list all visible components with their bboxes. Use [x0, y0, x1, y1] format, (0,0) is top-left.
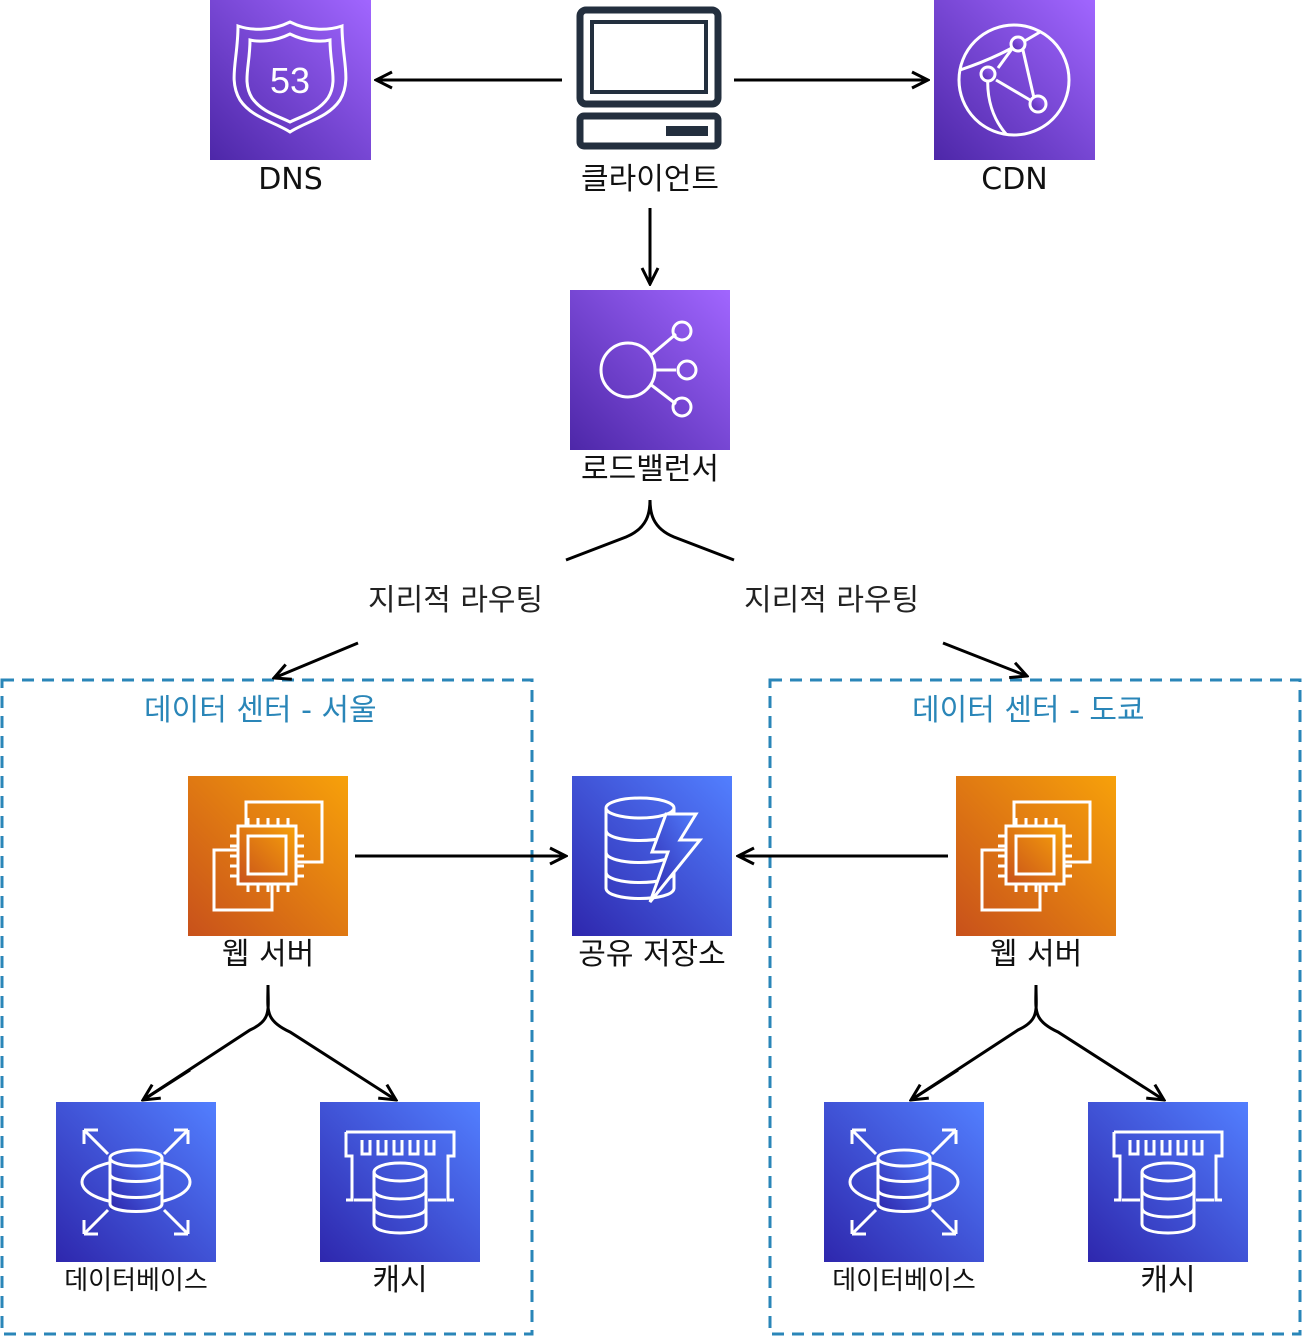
edge-tokyo-web-fork: [910, 984, 1164, 1100]
edge-routing-to-tokyo: [942, 641, 1027, 676]
region-tokyo-title: 데이터 센터 - 도쿄: [912, 693, 1145, 728]
load-balancer-icon: [570, 290, 730, 450]
edge-seoul-web-to-db: [143, 1068, 191, 1100]
edge-load-balancer-brace: [565, 499, 735, 562]
elasticache-icon: [1088, 1102, 1248, 1262]
routing-label-right: 지리적 라우팅: [744, 583, 920, 618]
seoul-web-server-label: 웹 서버: [221, 937, 315, 972]
elasticache-icon: [320, 1102, 480, 1262]
desktop-computer-icon: [576, 6, 722, 150]
cloudfront-globe-icon: [934, 0, 1095, 160]
region-seoul-border: [0, 678, 534, 1336]
region-tokyo-border: [768, 678, 1302, 1336]
dns-label: DNS: [258, 162, 323, 197]
rds-database-icon: [56, 1102, 216, 1262]
route53-shield-icon: 53: [210, 0, 371, 160]
tokyo-database-label: 데이터베이스: [832, 1266, 976, 1296]
client-label: 클라이언트: [581, 162, 719, 197]
seoul-database-label: 데이터베이스: [64, 1266, 208, 1296]
ec2-instance-icon: [188, 776, 348, 936]
shared-storage-label: 공유 저장소: [578, 937, 726, 972]
edge-tokyo-web-to-db: [911, 1068, 959, 1100]
svg-text:53: 53: [270, 60, 310, 101]
edge-seoul-web-fork: [142, 984, 396, 1100]
tokyo-web-server-label: 웹 서버: [989, 937, 1083, 972]
edge-routing-to-seoul: [274, 641, 359, 678]
routing-label-left: 지리적 라우팅: [368, 583, 544, 618]
seoul-cache-label: 캐시: [372, 1263, 428, 1298]
dynamodb-icon: [572, 776, 732, 936]
region-seoul-title: 데이터 센터 - 서울: [144, 693, 377, 728]
cdn-label: CDN: [981, 162, 1048, 197]
load-balancer-label: 로드밸런서: [581, 452, 719, 487]
tokyo-cache-label: 캐시: [1140, 1263, 1196, 1298]
rds-database-icon: [824, 1102, 984, 1262]
ec2-instance-icon: [956, 776, 1116, 936]
